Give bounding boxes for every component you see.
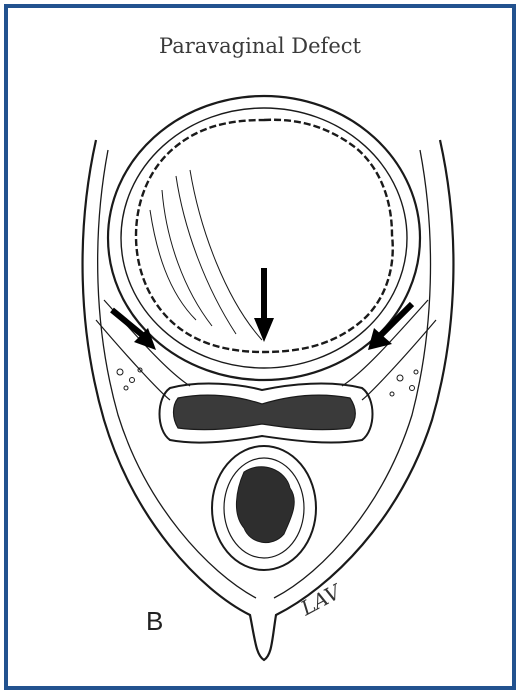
left-vessels — [117, 368, 142, 390]
rectum-lumen — [236, 467, 294, 543]
arrow-right — [368, 304, 412, 350]
right-vessels — [390, 370, 418, 396]
panel-label: B — [146, 606, 163, 637]
vagina-lumen — [174, 395, 356, 430]
